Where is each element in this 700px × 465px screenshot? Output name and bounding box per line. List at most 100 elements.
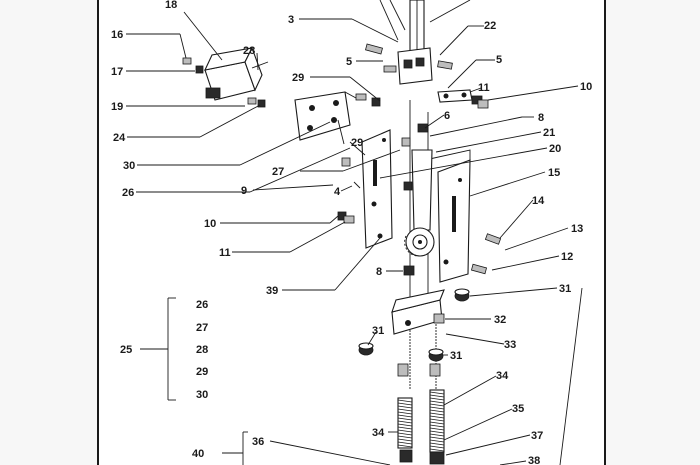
thread-line (397, 426, 413, 430)
thread-line (429, 418, 445, 422)
callout-31a: 31 (559, 283, 571, 295)
thread-line (397, 414, 413, 418)
thread-line (397, 438, 413, 442)
callout-39: 39 (266, 285, 278, 297)
callout-10b: 10 (204, 218, 216, 230)
callout-24: 24 (113, 132, 126, 144)
thread-line (429, 412, 445, 416)
group-25-item: 29 (196, 366, 208, 378)
callout-13: 13 (571, 223, 583, 235)
group-25-label: 25 (120, 344, 132, 356)
group-25-list: 25 26 27 28 29 30 (120, 299, 208, 401)
callout-34a: 34 (496, 370, 509, 382)
thread-line (429, 430, 445, 434)
thread-line (429, 403, 445, 407)
callout-12: 12 (561, 251, 573, 263)
thread-line (397, 408, 413, 412)
thread-line (429, 421, 445, 425)
callout-35: 35 (512, 403, 524, 415)
callout-8a: 8 (538, 112, 544, 124)
thread-line (397, 402, 413, 406)
callout-labels: 18 16 17 28 19 24 30 26 3 5 29 22 5 11 1… (111, 0, 592, 465)
thread-line (429, 415, 445, 419)
guide-line (559, 287, 583, 465)
right-side-plate (424, 149, 502, 283)
thread-line (397, 441, 413, 445)
thread-line (429, 445, 445, 449)
callout-4: 4 (334, 186, 341, 198)
group-25-item: 28 (196, 344, 208, 356)
thread-line (429, 397, 445, 401)
group-25-item: 30 (196, 389, 208, 401)
callout-40: 40 (192, 448, 204, 460)
bracket-40 (222, 431, 248, 465)
callout-17: 17 (111, 66, 123, 78)
thread-line (429, 424, 445, 428)
callout-34b: 34 (372, 427, 385, 439)
callout-28: 28 (243, 45, 255, 57)
thread-line (397, 417, 413, 421)
callout-11a: 11 (478, 82, 490, 94)
callout-26: 26 (122, 187, 134, 199)
callout-14: 14 (532, 195, 545, 207)
group-25-item: 27 (196, 322, 208, 334)
callout-16: 16 (111, 29, 123, 41)
group-25-item: 26 (196, 299, 208, 311)
thread-line (429, 433, 445, 437)
callout-19: 19 (111, 101, 123, 113)
left-side-plate (337, 129, 393, 249)
thread-line (397, 405, 413, 409)
link-arm (437, 89, 489, 109)
callout-8b: 8 (376, 266, 382, 278)
callout-29b: 29 (351, 137, 363, 149)
motor-assembly (182, 46, 269, 108)
thread-line (397, 429, 413, 433)
callout-31c: 31 (450, 350, 462, 362)
callout-36: 36 (252, 436, 264, 448)
upper-bracket (365, 43, 453, 85)
thread-line (429, 436, 445, 440)
callout-6: 6 (444, 110, 450, 122)
right-margin (606, 0, 700, 465)
thread-line (397, 432, 413, 436)
callout-38: 38 (528, 455, 540, 465)
callout-33: 33 (504, 339, 516, 351)
leader-lines (126, 11, 579, 465)
callout-10a: 10 (580, 81, 592, 93)
callout-30: 30 (123, 160, 135, 172)
thread-line (397, 420, 413, 424)
thread-line (397, 411, 413, 415)
callout-3: 3 (288, 14, 294, 26)
callout-21: 21 (543, 127, 555, 139)
thread-line (429, 409, 445, 413)
callout-11b: 11 (219, 247, 231, 259)
thread-line (397, 444, 413, 448)
thread-line (429, 400, 445, 404)
thread-line (397, 435, 413, 439)
pulley-and-cable (401, 100, 437, 390)
thread-line (429, 427, 445, 431)
thread-line (429, 394, 445, 398)
thread-line (429, 448, 445, 452)
callout-18: 18 (165, 0, 177, 11)
callout-32: 32 (494, 314, 506, 326)
callout-37: 37 (531, 430, 543, 442)
callout-5a: 5 (346, 56, 352, 68)
thread-line (429, 406, 445, 410)
threaded-rods (397, 389, 445, 465)
thread-line (429, 442, 445, 446)
thread-line (429, 439, 445, 443)
callout-31b: 31 (372, 325, 384, 337)
mounting-plate (294, 91, 381, 145)
thread-line (397, 423, 413, 427)
thread-line (429, 391, 445, 395)
callout-9: 9 (241, 185, 247, 197)
thread-line (397, 399, 413, 403)
lower-block (358, 288, 470, 377)
callout-22: 22 (484, 20, 496, 32)
callout-27: 27 (272, 166, 284, 178)
callout-20: 20 (549, 143, 561, 155)
group-25-bracket (140, 297, 176, 401)
callout-29a: 29 (292, 72, 304, 84)
